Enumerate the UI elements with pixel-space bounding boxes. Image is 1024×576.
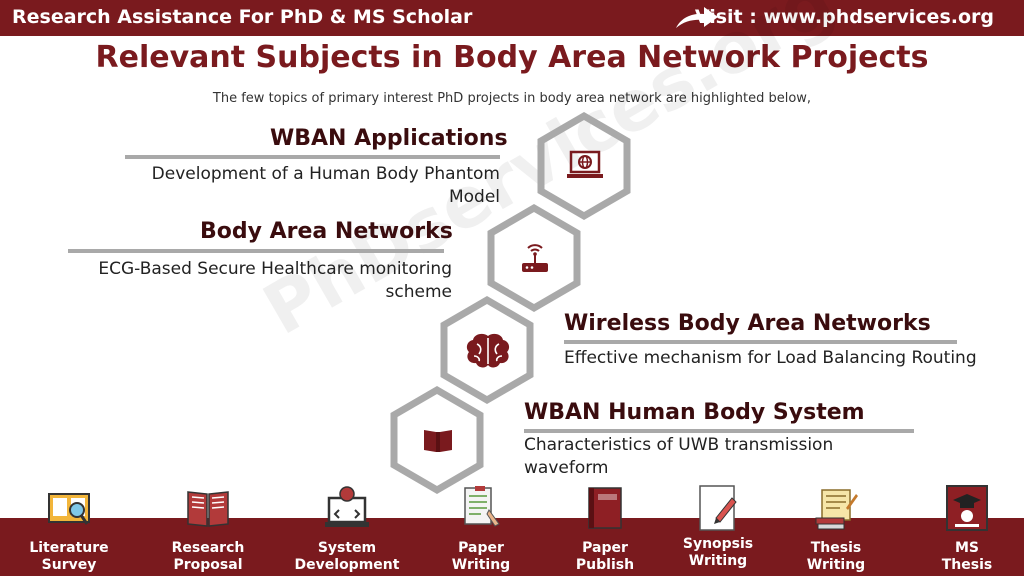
header-visit-link[interactable]: Visit : www.phdservices.org — [694, 6, 994, 28]
footer-label-line: Thesis — [941, 557, 993, 573]
footer-label-line: Writing — [806, 557, 866, 573]
footer-label-line: Paper — [582, 540, 628, 556]
synopsis-writing-icon — [699, 485, 737, 531]
header-tagline: Research Assistance For PhD & MS Scholar — [12, 6, 473, 28]
page-title: Relevant Subjects in Body Area Network P… — [95, 40, 929, 75]
topic-desc-line: Effective mechanism for Load Balancing R… — [564, 348, 977, 368]
footer-label-line: Paper — [458, 540, 504, 556]
topic-description: ECG-Based Secure Healthcare monitoring s… — [52, 258, 452, 304]
footer-label-line: Writing — [451, 557, 511, 573]
literature-survey-icon — [48, 493, 90, 525]
topic-heading-body-area-networks: Body Area Networks — [200, 219, 453, 244]
footer-bar — [0, 518, 1024, 576]
footer-label-line: Research — [171, 540, 245, 556]
system-development-icon — [325, 486, 369, 527]
topic-divider — [125, 155, 500, 159]
topic-desc-line: Model — [448, 187, 500, 207]
thesis-writing-icon — [815, 489, 858, 530]
footer-label-line: Synopsis — [682, 536, 754, 552]
topic-heading-wireless-body-area-networks: Wireless Body Area Networks — [564, 311, 931, 336]
hexagon-column — [380, 110, 660, 500]
footer-label-line: Publish — [575, 557, 635, 573]
topic-description: Development of a Human Body Phantom Mode… — [100, 163, 500, 209]
laptop-globe-icon — [567, 150, 603, 178]
topic-desc-line: Characteristics of UWB transmission — [524, 435, 834, 455]
arrow-icon — [676, 7, 718, 28]
topic-heading-wban-human-body-system: WBAN Human Body System — [524, 400, 865, 425]
page-subtitle: The few topics of primary interest PhD p… — [212, 91, 812, 106]
topic-desc-line: scheme — [385, 282, 452, 302]
book-icon — [424, 430, 452, 452]
brain-icon — [466, 333, 510, 368]
footer-label-line: MS — [954, 540, 979, 556]
ms-thesis-icon — [946, 485, 988, 531]
footer-label-line: Writing — [688, 553, 748, 569]
footer-label-line: Survey — [41, 557, 97, 573]
footer-label-line: Proposal — [173, 557, 243, 573]
hexagon-graphic — [390, 111, 631, 495]
topic-desc-line: Development of a Human Body Phantom — [151, 164, 500, 184]
topic-divider — [524, 429, 914, 433]
router-icon — [522, 244, 548, 272]
footer-label-line: Thesis — [810, 540, 862, 556]
topic-heading-wban-applications: WBAN Applications — [270, 126, 508, 151]
topic-description: Effective mechanism for Load Balancing R… — [564, 347, 1004, 370]
topic-divider — [564, 340, 957, 344]
header-bar: Research Assistance For PhD & MS Scholar… — [0, 0, 1024, 36]
footer-label-line: System — [317, 540, 377, 556]
footer-label-line: Literature — [29, 540, 109, 556]
topic-desc-line: waveform — [524, 458, 609, 478]
topic-desc-line: ECG-Based Secure Healthcare monitoring — [98, 259, 452, 279]
topic-divider — [68, 249, 444, 253]
paper-writing-icon — [464, 486, 500, 527]
footer-label-line: Development — [294, 557, 400, 573]
paper-publish-icon — [588, 487, 622, 529]
topic-description: Characteristics of UWB transmission wave… — [524, 434, 924, 480]
research-proposal-icon — [187, 491, 229, 527]
